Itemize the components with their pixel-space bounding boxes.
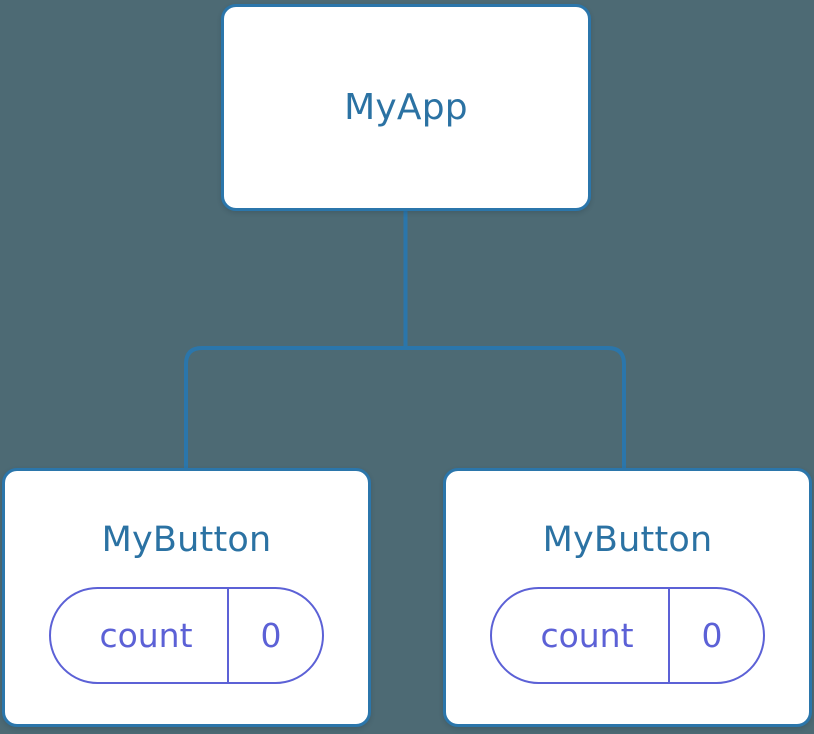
state-value-label: 0 — [260, 616, 282, 655]
node-mybutton-1[interactable]: MyButton count 0 — [2, 468, 371, 727]
state-badge-count-2[interactable]: count 0 — [490, 587, 765, 684]
state-key-label: count — [540, 616, 634, 655]
node-mybutton-2-label: MyButton — [542, 520, 713, 560]
state-key-label: count — [99, 616, 193, 655]
node-mybutton-1-label: MyButton — [101, 520, 272, 560]
state-value-label: 0 — [701, 616, 723, 655]
node-myapp[interactable]: MyApp — [221, 4, 591, 211]
connector-branch-left — [184, 346, 406, 470]
connector-branch-right — [405, 346, 626, 470]
state-badge-count-1[interactable]: count 0 — [49, 587, 324, 684]
node-mybutton-2[interactable]: MyButton count 0 — [443, 468, 812, 727]
state-divider — [226, 589, 229, 682]
state-divider — [667, 589, 670, 682]
node-myapp-label: MyApp — [344, 86, 468, 128]
